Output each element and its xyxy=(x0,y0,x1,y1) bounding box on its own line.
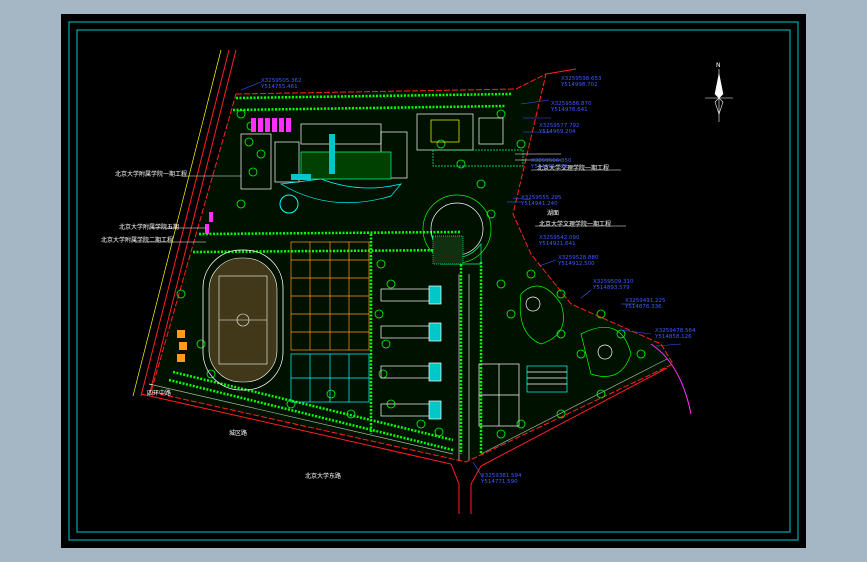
boundary-curve xyxy=(650,343,692,415)
coordinate-label: X3259577.792 Y514969.204 xyxy=(539,123,580,135)
roundabout xyxy=(279,194,299,214)
coordinate-label: X3259555.295 Y514941.240 xyxy=(521,195,562,207)
left-phase1-label: 北京大学附属学院一期工程 xyxy=(115,171,188,178)
coordinate-label: X3259505.362 Y514755.461 xyxy=(261,78,302,90)
road-edge xyxy=(140,49,230,397)
teaching-buildings xyxy=(380,285,442,420)
leader-lines xyxy=(240,81,682,479)
tennis-courts xyxy=(290,353,370,403)
coordinate-label: X3259598.653 Y514998.702 xyxy=(561,76,602,88)
running-track xyxy=(202,249,284,391)
right-phase2-label: 北京大学文理学院一期工程 xyxy=(539,221,612,228)
coordinate-label: X3259528.880 Y514912.500 xyxy=(558,255,599,267)
site-boundary xyxy=(150,73,674,463)
water-feature xyxy=(291,174,311,180)
site-plan-drawing xyxy=(68,21,799,541)
magenta-lots xyxy=(205,118,291,234)
coordinate-label: X3259509.310 Y514893.579 xyxy=(593,279,634,291)
coordinate-label: X3259381.594 Y514771.590 xyxy=(481,473,522,485)
coordinate-label: X3259542.090 Y514921.641 xyxy=(539,235,580,247)
service-path xyxy=(458,153,561,460)
left-phase2-label: 北京大学附属学院二期工程 xyxy=(101,237,174,244)
road-edge xyxy=(140,393,460,514)
inner-frame xyxy=(76,29,791,533)
road-edge xyxy=(132,49,222,397)
outer-frame xyxy=(68,21,799,541)
road-edge xyxy=(148,49,237,397)
left-phase-mid-label: 北京大学附属学院五期 xyxy=(119,224,180,231)
bottom-road-label: 北京大学东路 xyxy=(305,473,342,480)
road-edge xyxy=(470,367,668,514)
circular-plaza xyxy=(422,194,492,265)
right-phase1-label: 北京大学文理学院一期工程 xyxy=(537,165,610,172)
tree-rows xyxy=(168,92,512,454)
water-feature xyxy=(329,134,335,174)
lake-label: 湖面 xyxy=(547,210,560,217)
north-arrow-label: N xyxy=(716,62,721,69)
coordinate-label: X3259478.564 Y514858.126 xyxy=(655,328,696,340)
left-pavilion xyxy=(177,330,187,362)
main-building-complex xyxy=(240,113,524,204)
boundary-line xyxy=(545,68,577,75)
north-arrow xyxy=(705,69,733,122)
basketball-courts xyxy=(290,241,370,351)
small-facilities xyxy=(519,285,632,377)
road-edge xyxy=(148,383,454,455)
coordinate-label: X3259491.225 Y514876.336 xyxy=(625,298,666,310)
left-road-label: 四环中路 xyxy=(147,390,172,397)
coordinate-label: X3259586.870 Y514978.641 xyxy=(551,101,592,113)
sports-courts-east xyxy=(478,363,568,427)
coordinate-label: X3259566.850 Y514951.720 xyxy=(531,158,572,170)
drawing-sheet: N 北京大学附属学院一期工程 北京大学附属学院五期 北京大学附属学院二期工程 北… xyxy=(61,14,806,548)
road-edge xyxy=(480,358,668,455)
label-leaders xyxy=(135,169,626,243)
bottom-left-street-label: 城区路 xyxy=(229,430,248,437)
